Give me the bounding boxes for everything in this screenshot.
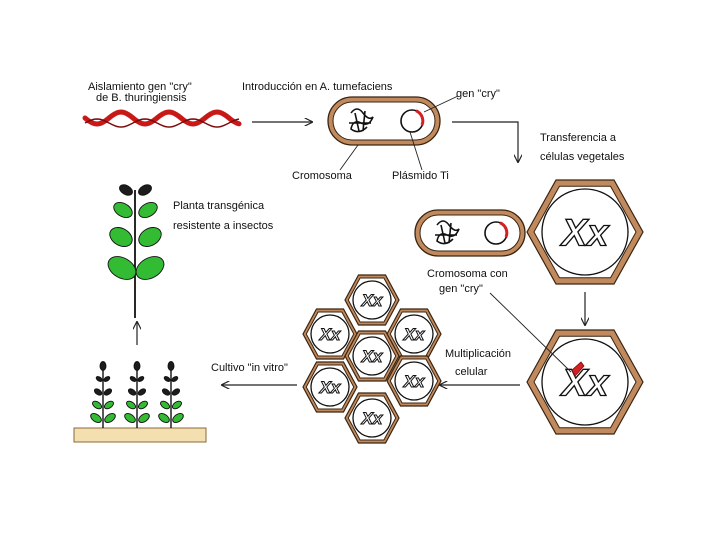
label-ti-plasmid: Plásmido Ti [392,170,449,182]
label-chromosome: Cromosoma [292,170,352,182]
seedling-3-leaf-l1 [160,400,171,410]
seedling-1-leaf-l3 [95,376,103,382]
seedling-3-leaf-r3 [171,376,179,382]
cluster-cell-7-nucleus [352,398,392,438]
label-chromosome-cry-2: gen "cry" [439,283,483,295]
seedling-2-leaf-l2 [127,388,137,396]
cluster-cell-2-chromosomes: Xx [319,325,342,344]
seedling-3-leaf-l3 [163,376,171,382]
cluster-cell-6-chromosomes: Xx [403,372,426,391]
cluster-cell-5-nucleus [310,367,350,407]
seedling-1-leaf-r0 [104,413,116,423]
cluster-cell-4-chromosomes: Xx [361,347,384,366]
label-transfer-1: Transferencia a [540,132,617,144]
seedling-1-leaf-l2 [93,388,103,396]
transformed-cell-nucleus [541,338,629,426]
cry-gene-strand [84,118,240,128]
bacterium-top-chromosome [349,108,374,133]
label-multiplication-1: Multiplicación [445,348,512,360]
bacterium-mid-chromosome [435,220,460,245]
plant-leaf-right-1 [135,256,165,280]
seedling-1-tip [99,361,107,371]
cluster-cell-2-nucleus [310,314,350,354]
label-transgenic-1: Planta transgénica [173,200,265,212]
plant-leaf-left-2 [109,227,133,247]
pointer-chromosome-cry [489,292,572,373]
seedling-3-leaf-l2 [161,388,171,396]
seedling-2-leaf-l1 [126,400,137,410]
cluster-cell-1-chromosomes: Xx [361,291,384,310]
pointer-cry-gene [423,95,459,113]
label-transgenic-2: resistente a insectos [173,220,274,232]
plant-cell-large-nucleus [541,188,629,276]
bacterium-mid-plasmid-cry-segment [499,221,509,238]
seedling-3-leaf-r2 [171,388,181,396]
label-chromosome-cry-1: Cromosoma con [427,268,508,280]
cry-gene-helix [82,109,242,127]
seedling-1-leaf-r2 [103,388,113,396]
seedling-1-leaf-r3 [103,376,111,382]
transformed-cell-chromosomes: Xx [560,363,610,405]
label-introduction: Introducción en A. tumefaciens [242,81,393,93]
cluster-cell-5-chromosomes: Xx [319,378,342,397]
bacterium-mid-interior [419,214,521,252]
plant-leaf-right-2 [138,227,162,247]
seedling-3-tip [167,361,175,371]
pointer-chromosome [339,144,359,171]
seedling-3-leaf-l0 [158,413,170,423]
seedling-2-leaf-r2 [137,388,147,396]
seedling-2-leaf-r3 [137,376,145,382]
arrow-transfer [452,121,518,162]
pointer-plasmid [409,131,423,171]
label-multiplication-2: celular [455,366,488,378]
seedling-2-leaf-l3 [129,376,137,382]
cluster-cell-3-chromosomes: Xx [403,325,426,344]
cluster-cell-7-chromosomes: Xx [361,409,384,428]
plant-leaf-right-3 [138,202,158,218]
seedling-1-leaf-l1 [92,400,103,410]
integrated-cry-gene [571,361,585,377]
seedling-2-tip [133,361,141,371]
bacterium-top-interior [332,101,436,141]
plant-leaf-left-4 [119,184,133,196]
label-transfer-2: células vegetales [540,151,625,163]
cluster-cell-1-nucleus [352,280,392,320]
plant-leaf-right-4 [138,184,152,196]
cluster-cell-4-nucleus [352,336,392,376]
label-in-vitro: Cultivo "in vitro" [211,362,288,374]
bacterium-top-plasmid-cry-segment [415,109,425,126]
label-cry-gene: gen "cry" [456,88,500,100]
label-isolation-source: de B. thuringiensis [96,92,187,104]
plant-leaf-left-1 [107,256,137,280]
label-isolation: Aislamiento gen "cry" [88,81,192,93]
seedling-3-leaf-r0 [172,413,184,423]
cluster-cell-3-nucleus [394,314,434,354]
seedling-2-leaf-r1 [137,400,148,410]
plant-cell-large-chromosomes: Xx [560,213,610,255]
plant-leaf-left-3 [113,202,133,218]
seedling-2-leaf-r0 [138,413,150,423]
culture-medium [73,427,207,443]
seedling-1-leaf-l0 [90,413,102,423]
seedling-2-leaf-l0 [124,413,136,423]
seedling-1-leaf-r1 [103,400,114,410]
cluster-cell-6-nucleus [394,361,434,401]
seedling-3-leaf-r1 [171,400,182,410]
